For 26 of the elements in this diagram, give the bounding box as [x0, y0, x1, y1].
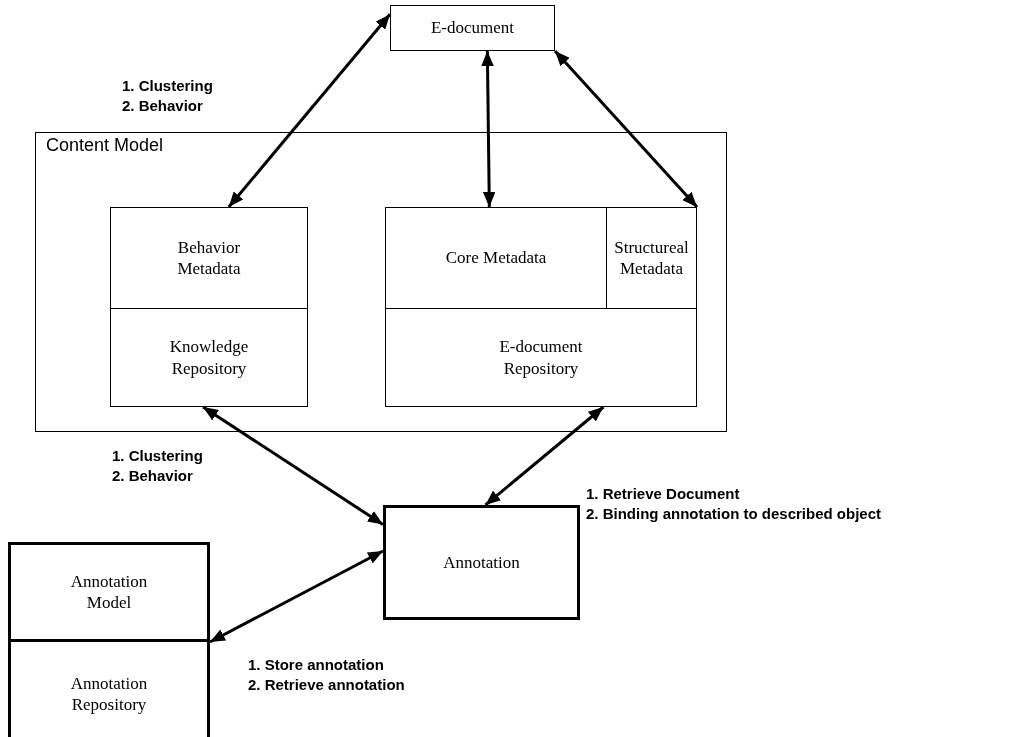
box-label: Core Metadata	[445, 247, 547, 269]
arrow	[481, 50, 496, 208]
process-box	[383, 505, 580, 620]
box-label: Annotation Repository	[69, 672, 149, 716]
box-label: Knowledge Repository	[168, 336, 250, 379]
process-box	[390, 5, 555, 51]
arrow	[209, 549, 384, 644]
process-box	[110, 308, 308, 407]
process-box	[385, 207, 607, 309]
box-label: E-document Repository	[498, 336, 584, 379]
box-label: Structureal Metadata	[613, 236, 690, 280]
process-box	[385, 308, 697, 407]
process-box	[8, 639, 210, 737]
process-box	[8, 542, 210, 642]
box-label: Annotation	[443, 551, 520, 574]
process-box	[110, 207, 308, 309]
box-label: Behavior Metadata	[176, 236, 242, 280]
arrow	[484, 405, 605, 507]
arrow	[227, 13, 392, 208]
box-label: E-document	[430, 17, 515, 39]
arrow	[553, 50, 699, 208]
box-label: Annotation Model	[69, 570, 149, 614]
container-title: Content Model	[46, 135, 164, 156]
container-box	[35, 132, 727, 432]
arrow	[202, 405, 384, 526]
process-box	[606, 207, 697, 309]
